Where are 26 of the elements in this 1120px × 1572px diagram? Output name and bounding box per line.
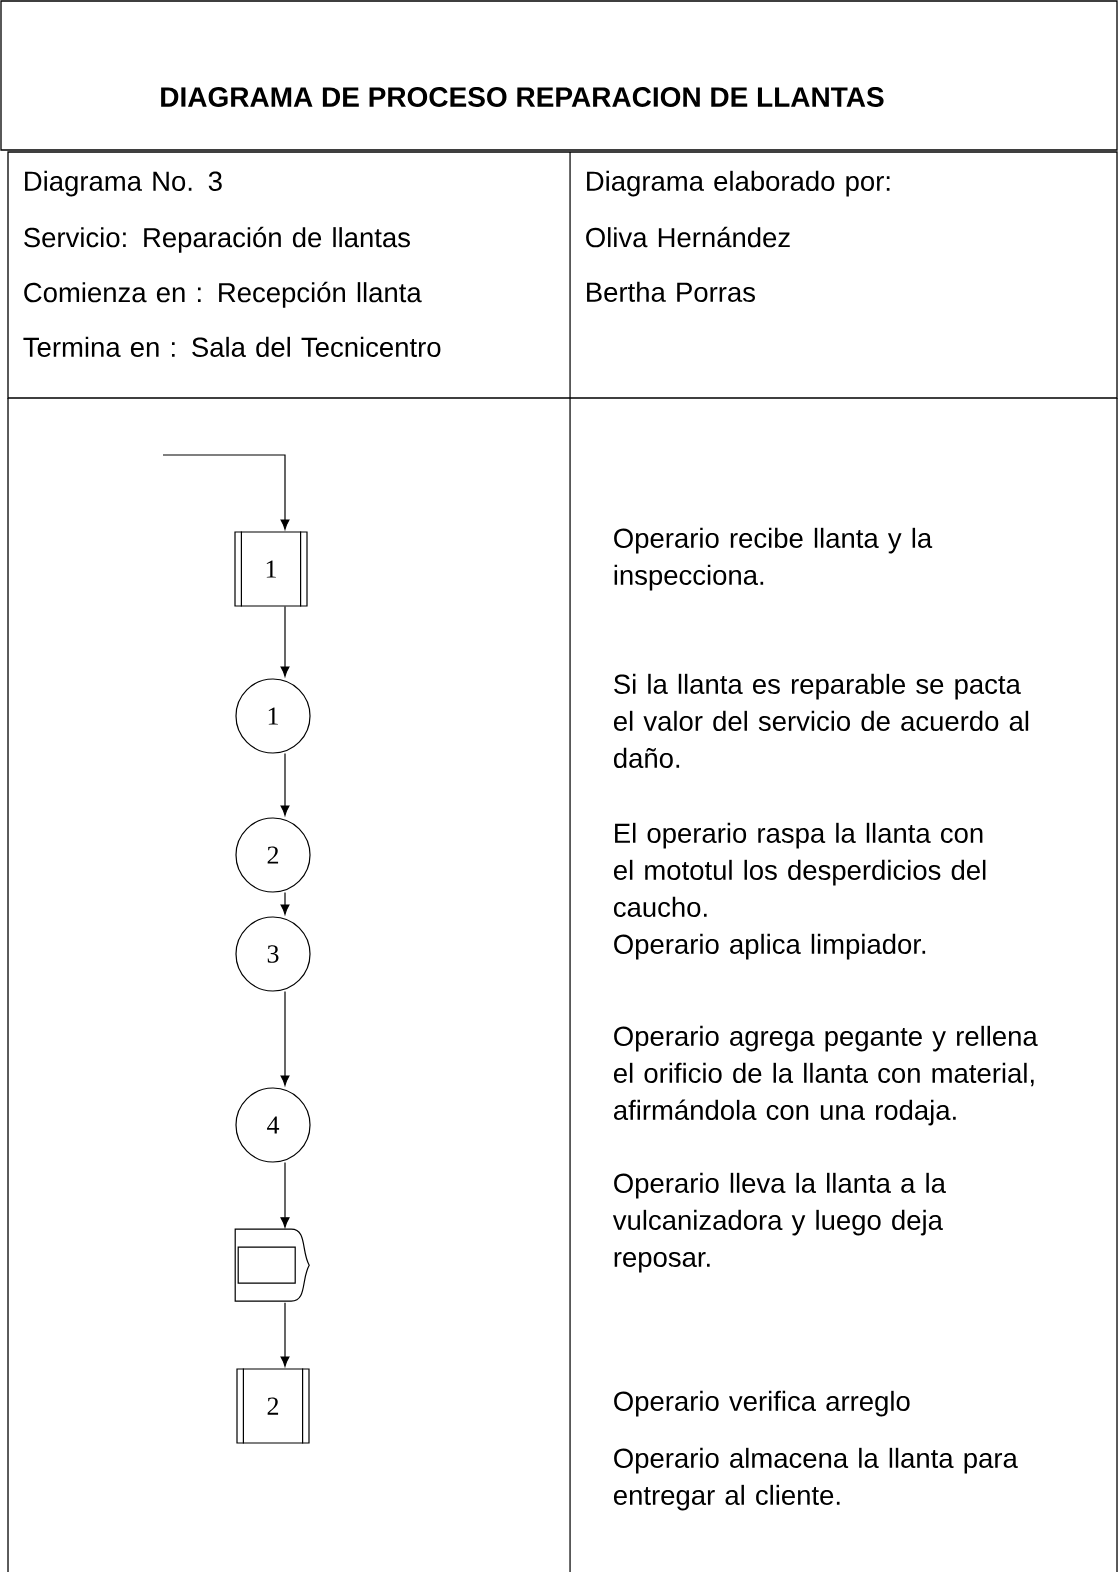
- step-description: Operario almacena la llanta para entregar al cliente.: [613, 1447, 1018, 1511]
- header-text: Oliva Hernández: [586, 226, 790, 248]
- header-text: Diagrama No. 3: [25, 170, 222, 197]
- header-text: Servicio: Reparación de llantas: [24, 226, 410, 253]
- arrow: [280, 606, 290, 677]
- arrow: [280, 892, 290, 915]
- arrow: [280, 1162, 290, 1228]
- step-description: Operario verifica arreglo: [614, 1390, 910, 1417]
- step-description: Operario recibe llanta y la inspecciona.: [614, 527, 933, 591]
- arrow: [162, 454, 290, 530]
- header-text: Comienza en : Recepción llanta: [24, 281, 422, 308]
- step-description: Operario agrega pegante y rellena el orificio de la llanta con material, afirmándola con una rodaja.: [613, 1025, 1038, 1126]
- title: DIAGRAMA DE PROCESO REPARACION DE LLANTAS: [161, 87, 884, 107]
- step-description: Si la llanta es reparable se pacta el valor del servicio de acuerdo al daño.: [613, 673, 1029, 768]
- transport-symbol: [234, 1228, 310, 1302]
- step-description: Operario aplica limpiador.: [614, 933, 926, 960]
- storage-box: 2: [236, 1367, 310, 1445]
- arrow: [280, 1302, 290, 1367]
- step-description: Operario lleva la llanta a la vulcanizadora y luego deja reposar.: [612, 1172, 946, 1273]
- arrow: [280, 991, 290, 1086]
- header-text: Termina en : Sala del Tecnicentro: [23, 336, 441, 357]
- arrow: [280, 753, 290, 816]
- header-text: Diagrama elaborado por:: [587, 170, 890, 197]
- step-description: El operario raspa la llanta con el mototul los desperdicios del caucho.: [613, 822, 986, 917]
- header-text: Bertha Porras: [587, 281, 755, 302]
- storage-box: 1: [234, 530, 308, 608]
